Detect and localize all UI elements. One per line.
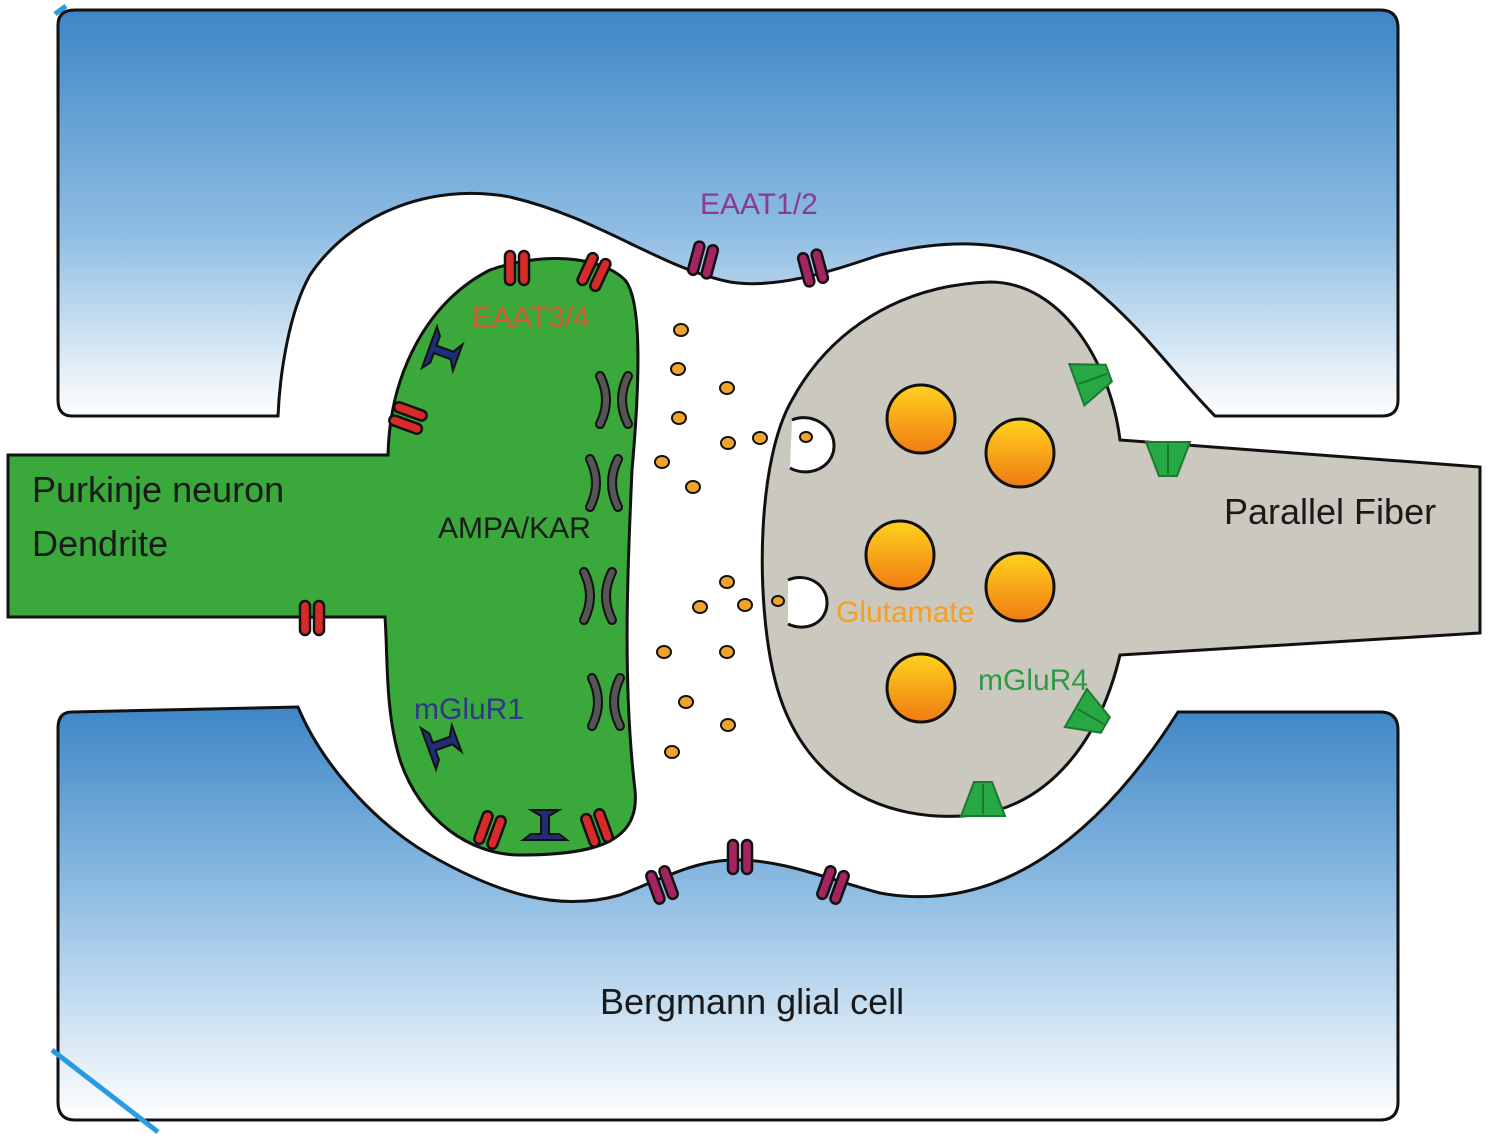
label-purkinje-neuron: Purkinje neuron [32, 469, 284, 510]
vesicle [984, 417, 1056, 489]
glutamate-molecules [654, 323, 813, 759]
release-site-upper [789, 416, 836, 474]
glutamate-dot [752, 431, 768, 445]
label-glutamate: Glutamate [836, 596, 974, 629]
label-ampa-kar: AMPA/KAR [438, 512, 591, 545]
glutamate-dot [719, 645, 735, 659]
glial-cell-bottom [56, 705, 1400, 1122]
vesicle [984, 551, 1056, 623]
corner-mark-top [53, 3, 68, 17]
label-eaat12: EAAT1/2 [700, 188, 818, 221]
corner-mark-bottom [50, 1048, 160, 1134]
glutamate-dot [719, 381, 735, 395]
glutamate-dot [799, 431, 813, 443]
label-dendrite: Dendrite [32, 523, 168, 564]
glutamate-dot [656, 645, 672, 659]
label-mglur4: mGluR4 [978, 664, 1088, 697]
glutamate-dot [678, 695, 694, 709]
glutamate-dot [671, 411, 687, 425]
vesicle [885, 652, 957, 724]
glutamate-dot [685, 480, 701, 494]
label-parallel-fiber: Parallel Fiber [1224, 491, 1436, 532]
glutamate-dot [654, 455, 670, 469]
purkinje-dendrite [6, 257, 640, 857]
vesicle [885, 383, 957, 455]
glutamate-dot [771, 595, 785, 607]
glutamate-dot [720, 718, 736, 732]
label-mglur1: mGluR1 [414, 693, 524, 726]
label-bergmann-glial-cell: Bergmann glial cell [600, 981, 904, 1022]
glutamate-dot [737, 598, 753, 612]
release-site-lower [787, 576, 829, 629]
label-eaat34: EAAT3/4 [472, 301, 590, 334]
vesicle [864, 519, 936, 591]
glutamate-dot [720, 436, 736, 450]
glial-cell-top [56, 8, 1400, 418]
glutamate-dot [664, 745, 680, 759]
glutamate-dot [719, 575, 735, 589]
glutamate-dot [670, 362, 686, 376]
glutamate-dot [673, 323, 689, 337]
synaptic-vesicles [864, 383, 1056, 724]
glutamate-dot [692, 600, 708, 614]
